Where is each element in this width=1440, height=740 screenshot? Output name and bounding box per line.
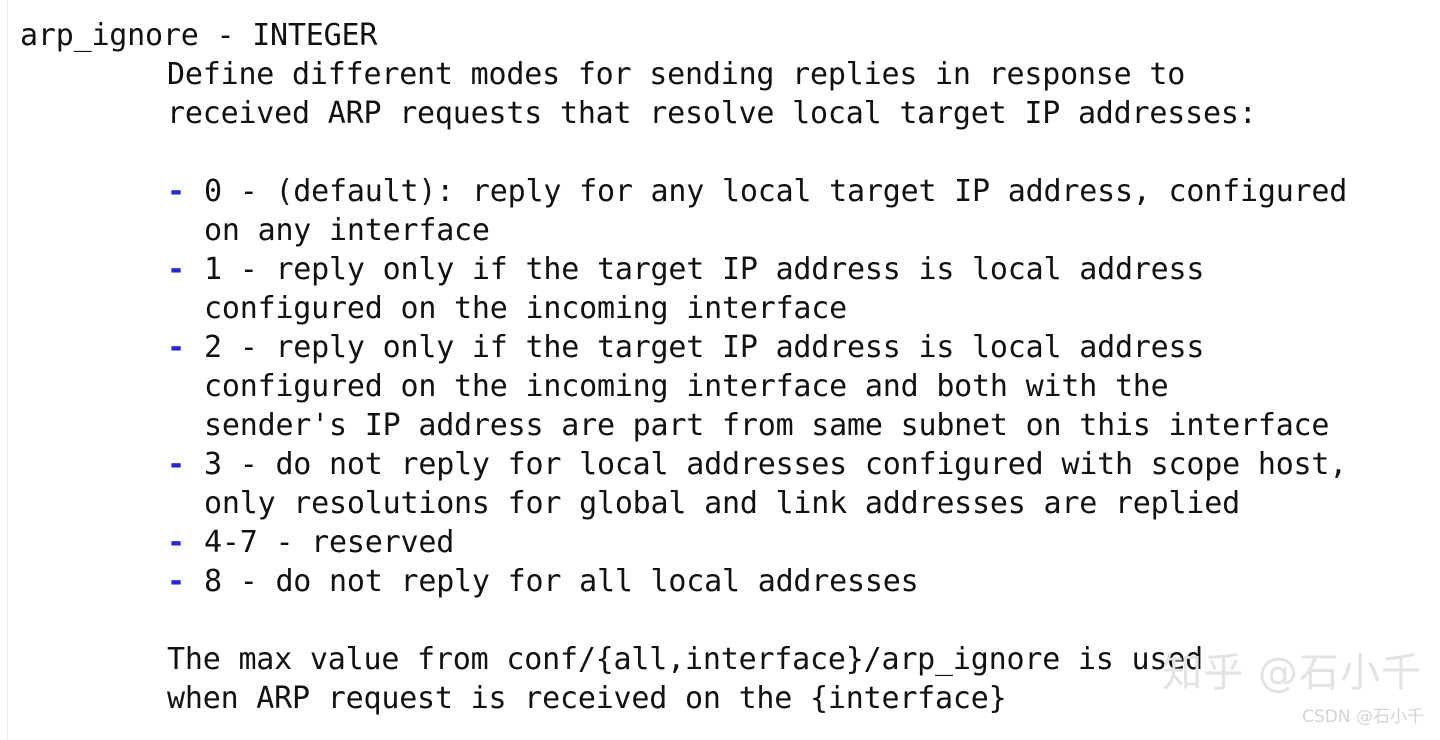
bullet-dash-icon: - [167, 447, 186, 482]
list-item-line: 8 - do not reply for all local addresses [204, 564, 919, 599]
list-item: - 2 - reply only if the target IP addres… [0, 328, 1440, 445]
bullet-dash-icon: - [167, 525, 186, 560]
left-edge-rule [7, 0, 8, 740]
outro-line-2: when ARP request is received on the {int… [167, 681, 1007, 716]
spacer-below-list [0, 601, 1440, 640]
list-item: - 4-7 - reserved [0, 523, 1440, 562]
bullet-dash-icon: - [167, 174, 186, 209]
intro-line-1: Define different modes for sending repli… [167, 57, 1186, 92]
arp-ignore-doc-body: arp_ignore - INTEGER Define different mo… [0, 18, 1440, 716]
csdn-watermark: CSDN @石小千 [1302, 707, 1424, 727]
list-item-line: 0 - (default): reply for any local targe… [204, 174, 1348, 209]
outro-line-1: The max value from conf/{all,interface}/… [167, 642, 1203, 677]
bullet-dash-icon: - [167, 330, 186, 365]
list-item-line: configured on the incoming interface [204, 291, 848, 326]
list-item: - 0 - (default): reply for any local tar… [0, 172, 1440, 250]
spacer-above-list [0, 133, 1440, 172]
list-item-line: 1 - reply only if the target IP address … [204, 252, 1205, 287]
list-item-line: sender's IP address are part from same s… [204, 408, 1330, 443]
list-item-line: 3 - do not reply for local addresses con… [204, 447, 1348, 482]
list-item-line: 2 - reply only if the target IP address … [204, 330, 1205, 365]
list-item: - 3 - do not reply for local addresses c… [0, 445, 1440, 523]
list-item: - 1 - reply only if the target IP addres… [0, 250, 1440, 328]
list-item: - 8 - do not reply for all local address… [0, 562, 1440, 601]
page-title: arp_ignore - INTEGER [20, 18, 378, 53]
list-item-line: only resolutions for global and link add… [204, 486, 1240, 521]
intro-line-2: received ARP requests that resolve local… [167, 96, 1257, 131]
zhihu-watermark: 知乎 @石小千 [1162, 650, 1422, 696]
bullet-dash-icon: - [167, 252, 186, 287]
list-item-line: on any interface [204, 213, 490, 248]
list-item-line: 4-7 - reserved [204, 525, 455, 560]
arp-ignore-mode-list: - 0 - (default): reply for any local tar… [0, 172, 1440, 601]
list-item-line: configured on the incoming interface and… [204, 369, 1169, 404]
bullet-dash-icon: - [167, 564, 186, 599]
